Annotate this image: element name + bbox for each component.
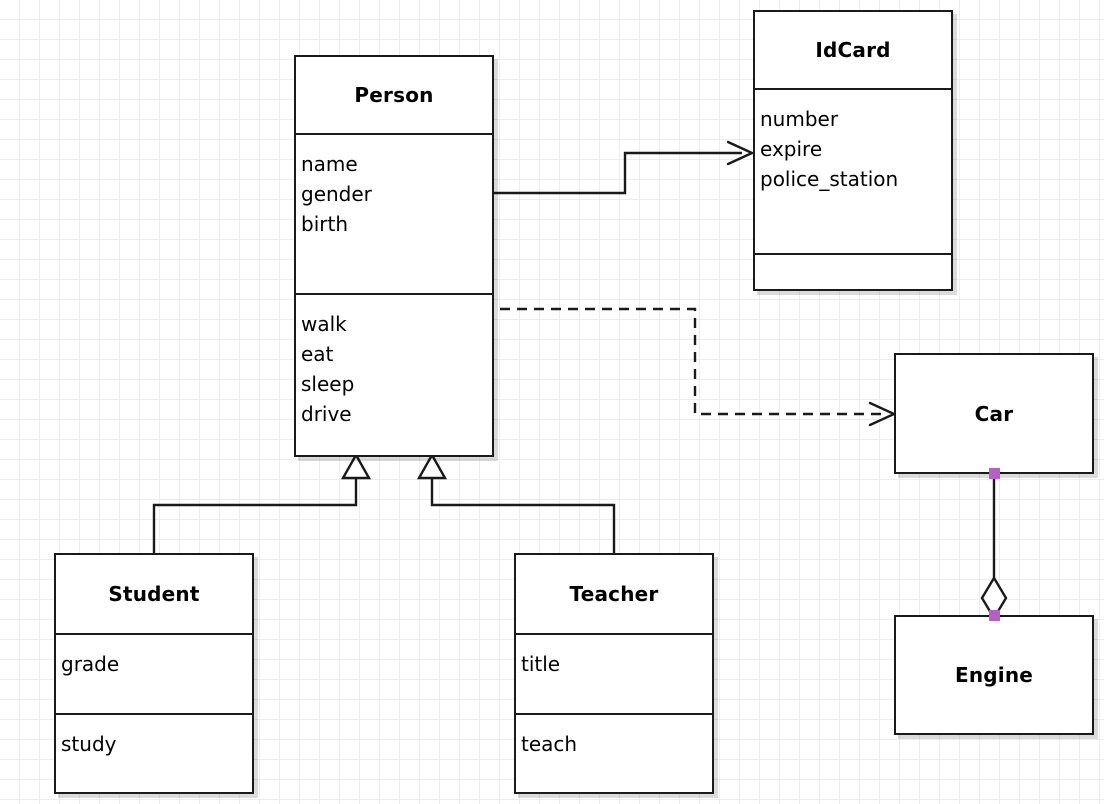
- connector-teacher-person[interactable]: [416, 452, 616, 553]
- class-box-person[interactable]: Person name gender birth walk eat sleep …: [294, 55, 494, 457]
- class-box-idcard[interactable]: IdCard number expire police_station: [753, 10, 953, 291]
- attributes-compartment-person: name gender birth: [296, 133, 492, 293]
- connector-endpoint-handle-engine[interactable]: [989, 610, 1000, 621]
- connector-endpoint-handle-car[interactable]: [989, 468, 1000, 479]
- attribute-item: birth: [301, 212, 348, 236]
- class-box-student[interactable]: Student grade study: [54, 553, 254, 794]
- class-box-teacher[interactable]: Teacher title teach: [514, 553, 714, 794]
- method-item: teach: [521, 732, 578, 756]
- method-item: drive: [301, 402, 352, 426]
- connector-car-engine[interactable]: [980, 474, 1008, 621]
- hollow-triangle-student: [340, 452, 372, 480]
- connector-person-idcard[interactable]: [494, 140, 754, 195]
- open-arrow-head-car: [868, 401, 896, 427]
- class-name-idcard: IdCard: [815, 38, 891, 62]
- class-name-engine: Engine: [954, 663, 1034, 687]
- method-item: eat: [301, 342, 334, 366]
- connector-student-person[interactable]: [152, 452, 372, 553]
- methods-compartment-teacher: teach: [516, 713, 712, 792]
- class-name-person: Person: [354, 83, 434, 107]
- methods-compartment-student: study: [56, 713, 252, 792]
- attributes-compartment-teacher: title: [516, 633, 712, 713]
- attributes-compartment-student: grade: [56, 633, 252, 713]
- class-name-student: Student: [108, 582, 200, 606]
- open-arrow-head-idcard: [726, 140, 754, 166]
- attribute-item: title: [521, 652, 561, 676]
- method-item: walk: [301, 312, 347, 336]
- connector-person-car[interactable]: [500, 307, 896, 427]
- method-item: sleep: [301, 372, 355, 396]
- class-box-engine[interactable]: Engine: [894, 615, 1094, 735]
- methods-compartment-idcard: [755, 253, 951, 289]
- method-item: study: [61, 732, 117, 756]
- attributes-compartment-idcard: number expire police_station: [755, 88, 951, 253]
- class-name-teacher: Teacher: [569, 582, 659, 606]
- attribute-item: grade: [61, 652, 120, 676]
- attribute-item: expire: [760, 137, 823, 161]
- class-name-car: Car: [974, 401, 1014, 426]
- attribute-item: police_station: [760, 167, 899, 191]
- attribute-item: number: [760, 107, 839, 131]
- attribute-item: name: [301, 152, 358, 176]
- hollow-triangle-teacher: [416, 452, 448, 480]
- methods-compartment-person: walk eat sleep drive: [296, 293, 492, 455]
- class-box-car[interactable]: Car: [894, 353, 1094, 474]
- attribute-item: gender: [301, 182, 372, 206]
